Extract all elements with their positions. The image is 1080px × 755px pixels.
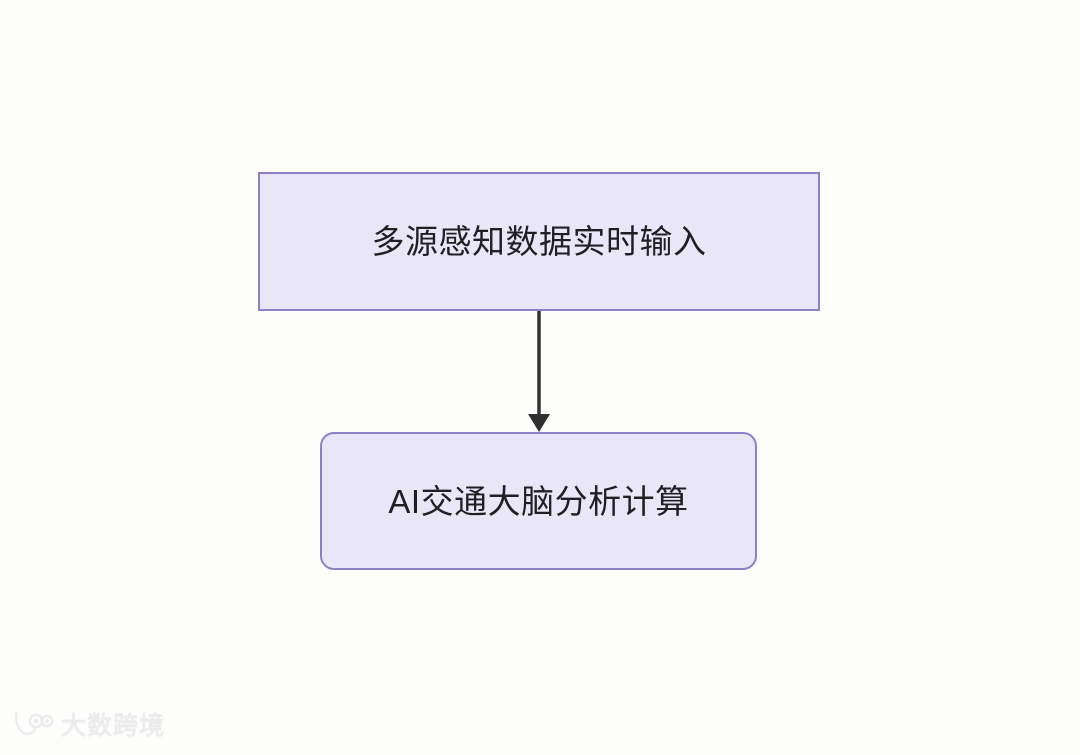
arrowhead-icon	[528, 414, 550, 432]
flow-node-compute[interactable]: AI交通大脑分析计算	[320, 432, 757, 570]
watermark: 大数跨境	[12, 706, 165, 742]
flow-node-input-label: 多源感知数据实时输入	[371, 223, 707, 260]
edge-input-to-compute	[528, 311, 550, 432]
dashu-logo-icon	[14, 711, 54, 736]
flow-node-input[interactable]: 多源感知数据实时输入	[258, 172, 820, 311]
watermark-text: 大数跨境	[61, 712, 166, 740]
flow-node-compute-label: AI交通大脑分析计算	[388, 482, 689, 520]
